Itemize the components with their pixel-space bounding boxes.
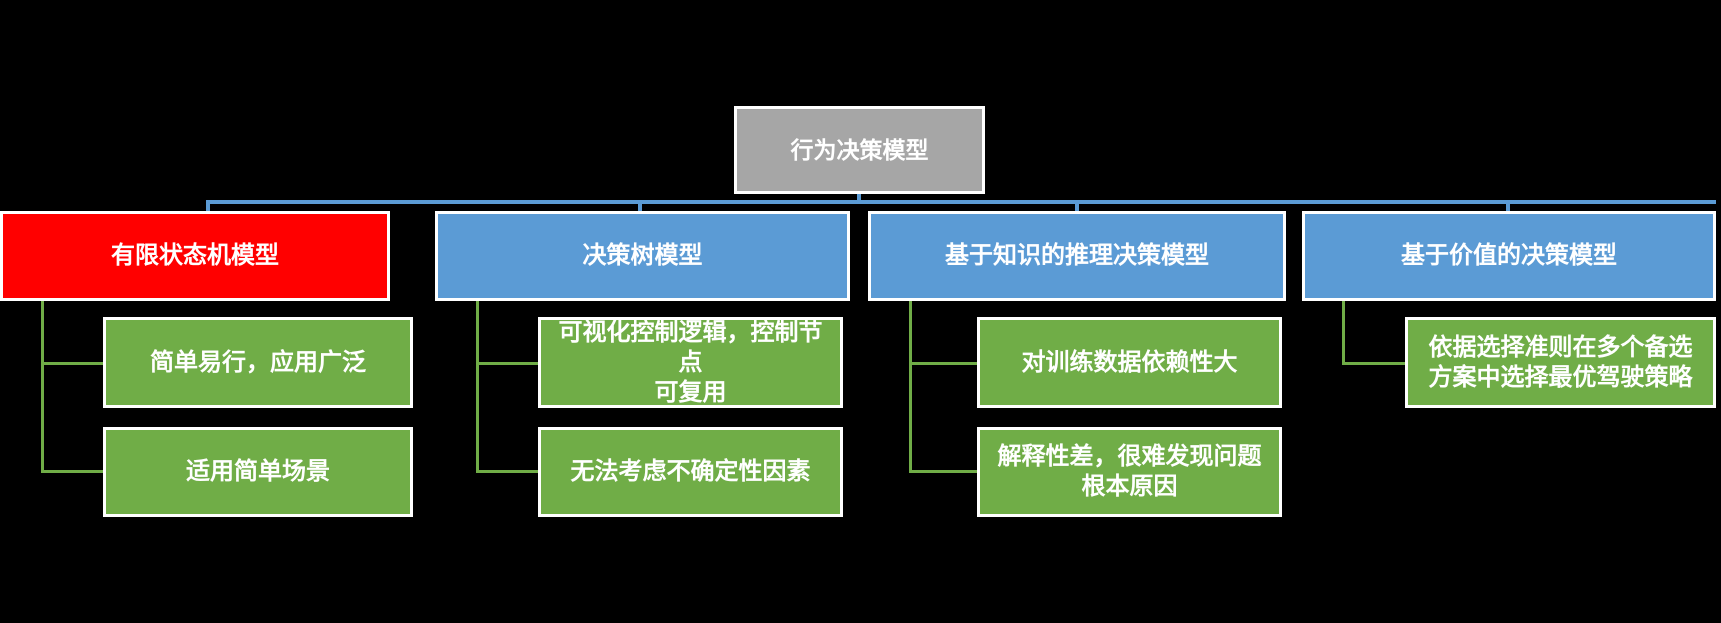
child-label: 可视化控制逻辑，控制节点 可复用: [558, 318, 823, 406]
child-label: 无法考虑不确定性因素: [570, 458, 811, 485]
node-branch-decision-tree: 决策树模型: [435, 211, 850, 301]
connector-trunk-branch-4: [1342, 301, 1345, 365]
node-root: 行为决策模型: [734, 106, 985, 194]
connector-stub-branch-1: [206, 204, 210, 212]
connector-trunk-branch-3: [909, 301, 912, 473]
connector-stub-branch-4: [1506, 204, 1510, 212]
connector-stub-branch-3: [1075, 204, 1079, 212]
node-child-2-1: 可视化控制逻辑，控制节点 可复用: [538, 317, 843, 408]
child-label: 解释性差，很难发现问题 根本原因: [997, 443, 1262, 500]
connector-horizontal-blue: [206, 200, 1716, 204]
node-branch-finite-state-machine: 有限状态机模型: [0, 211, 390, 301]
node-child-2-2: 无法考虑不确定性因素: [538, 427, 843, 517]
connector-elbow-4-1: [1342, 362, 1405, 365]
connector-elbow-2-1: [476, 362, 538, 365]
branch-label: 基于知识的推理决策模型: [945, 242, 1209, 269]
connector-elbow-1-2: [41, 470, 103, 473]
node-root-label: 行为决策模型: [790, 136, 929, 163]
connector-root-stub: [857, 194, 861, 202]
connector-trunk-branch-2: [476, 301, 479, 473]
node-child-3-1: 对训练数据依赖性大: [977, 317, 1282, 408]
node-child-3-2: 解释性差，很难发现问题 根本原因: [977, 427, 1282, 517]
connector-elbow-2-2: [476, 470, 538, 473]
branch-label: 决策树模型: [582, 242, 703, 269]
child-label: 对训练数据依赖性大: [1021, 348, 1238, 376]
node-child-1-1: 简单易行，应用广泛: [103, 317, 413, 408]
branch-label: 有限状态机模型: [111, 242, 279, 269]
connector-stub-branch-2: [638, 204, 642, 212]
connector-trunk-branch-1: [41, 301, 44, 473]
child-label: 简单易行，应用广泛: [150, 348, 366, 376]
child-label: 依据选择准则在多个备选 方案中选择最优驾驶策略: [1428, 333, 1693, 391]
node-child-1-2: 适用简单场景: [103, 427, 413, 517]
node-child-4-1: 依据选择准则在多个备选 方案中选择最优驾驶策略: [1405, 317, 1716, 408]
child-label: 适用简单场景: [186, 458, 330, 485]
connector-elbow-3-2: [909, 470, 977, 473]
node-branch-value-based: 基于价值的决策模型: [1302, 211, 1716, 301]
node-branch-knowledge-reasoning: 基于知识的推理决策模型: [868, 211, 1286, 301]
connector-elbow-3-1: [909, 362, 977, 365]
branch-label: 基于价值的决策模型: [1401, 242, 1617, 269]
connector-elbow-1-1: [41, 362, 103, 365]
